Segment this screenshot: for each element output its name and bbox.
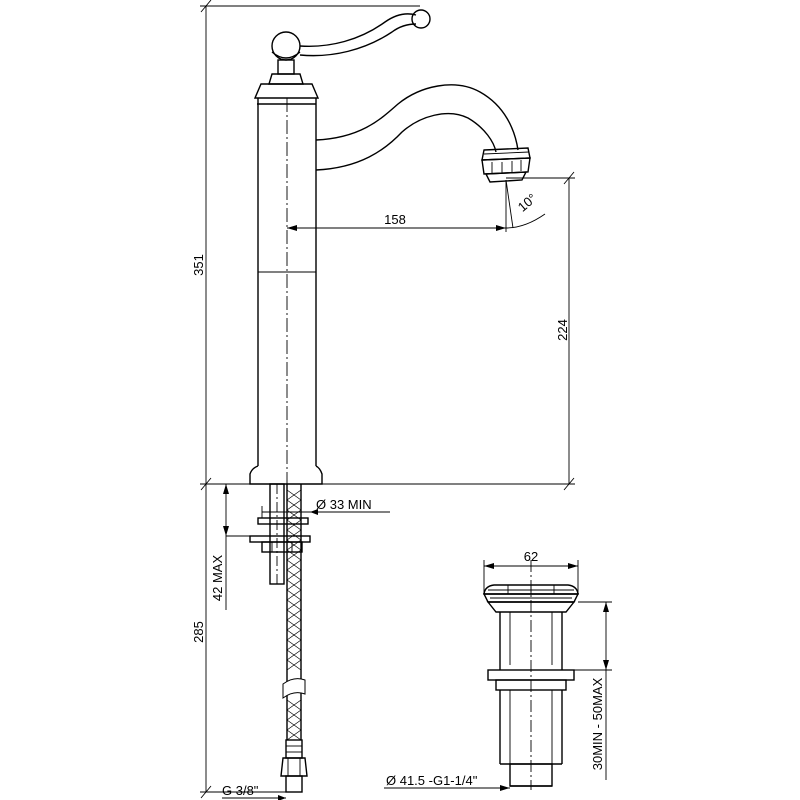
dim-waste-range xyxy=(574,601,612,780)
dim-hose-thread xyxy=(222,795,286,800)
label-max-thickness: 42 MAX xyxy=(210,555,225,602)
dim-waste-thread xyxy=(384,785,510,791)
dim-spout-reach xyxy=(287,180,507,232)
faucet-drawing xyxy=(249,9,531,485)
label-spout-angle: 10° xyxy=(515,190,540,214)
waste-drawing xyxy=(482,560,580,790)
dim-max-thickness xyxy=(223,484,258,610)
dim-base-hole xyxy=(261,506,390,518)
label-hose-thread: G 3/8" xyxy=(222,783,259,798)
label-waste-width: 62 xyxy=(524,549,538,564)
dim-spout-height xyxy=(506,171,575,491)
label-spout-reach: 158 xyxy=(384,212,406,227)
braided-hose xyxy=(280,484,308,793)
label-waste-thread: Ø 41.5 -G1-1/4" xyxy=(386,773,478,788)
fixing-assembly xyxy=(249,483,311,585)
dim-spout-angle xyxy=(505,179,546,229)
dim-total-height xyxy=(200,0,420,491)
dim-hose-length xyxy=(200,484,286,799)
label-waste-range: 30MIN - 50MAX xyxy=(590,677,605,770)
label-base-hole: Ø 33 MIN xyxy=(316,497,372,512)
label-hose-length: 285 xyxy=(191,621,206,643)
label-spout-height: 224 xyxy=(555,319,570,341)
dim-waste-width xyxy=(483,560,579,594)
label-total-height: 351 xyxy=(191,254,206,276)
